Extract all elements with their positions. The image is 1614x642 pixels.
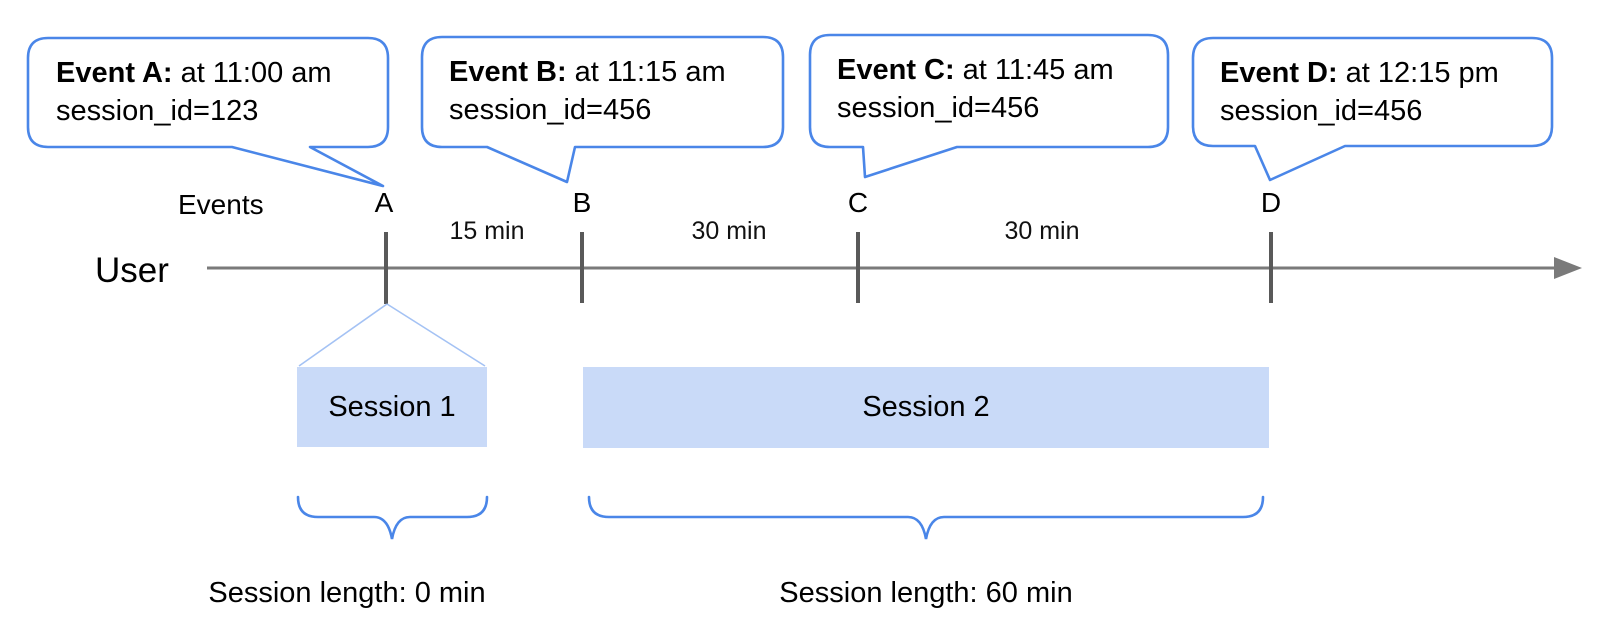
timeline-arrowhead-icon [1554, 257, 1582, 279]
callout-b-time: at 11:15 am [574, 56, 726, 88]
callout-d-session-id: session_id=456 [1220, 95, 1423, 127]
callout-d-line1: Event D:at 12:15 pm [1220, 54, 1499, 92]
callout-a-text: Event A:at 11:00 am session_id=123 [56, 54, 332, 130]
interval-a-b-label: 15 min [449, 217, 525, 245]
callout-bubble-c-icon [808, 33, 1170, 179]
session-1-length-label: Session length: 0 min [208, 577, 486, 609]
event-marker-c: C [847, 187, 869, 218]
callout-a-line1: Event A:at 11:00 am [56, 54, 332, 92]
callout-d-text: Event D:at 12:15 pm session_id=456 [1220, 54, 1499, 130]
callout-a-time: at 11:00 am [180, 57, 332, 89]
callout-c-time: at 11:45 am [962, 54, 1114, 86]
callout-b-line1: Event B:at 11:15 am [449, 53, 726, 91]
events-row-label: Events [178, 189, 264, 220]
callout-c-session-id: session_id=456 [837, 92, 1040, 124]
callout-a-session-id: session_id=123 [56, 95, 259, 127]
callout-bubble-b-icon [420, 35, 785, 184]
session-1-box: Session 1 [297, 367, 487, 447]
funnel-line-left [298, 303, 388, 367]
interval-c-d-label: 30 min [1004, 217, 1080, 245]
session2-brace-icon [587, 495, 1265, 540]
user-row-label: User [95, 251, 169, 290]
callout-bubble-d-icon [1191, 36, 1554, 182]
callout-d-event-name: Event D: [1220, 57, 1338, 89]
callout-c-line1: Event C:at 11:45 am [837, 51, 1114, 89]
callout-bubble-a-icon [26, 36, 390, 188]
callout-b-text: Event B:at 11:15 am session_id=456 [449, 53, 726, 129]
session1-brace-icon [296, 495, 489, 540]
funnel-line-right [386, 303, 486, 367]
callout-b-session-id: session_id=456 [449, 94, 652, 126]
session-2-length-label: Session length: 60 min [779, 577, 1073, 609]
callout-c-event-name: Event C: [837, 54, 955, 86]
session-1-label: Session 1 [328, 390, 456, 423]
callout-b-event-name: Event B: [449, 56, 567, 88]
callout-d-time: at 12:15 pm [1345, 57, 1499, 89]
interval-b-c-label: 30 min [691, 217, 767, 245]
callout-a-event-name: Event A: [56, 57, 173, 89]
event-marker-d: D [1260, 187, 1282, 218]
session-2-box: Session 2 [583, 367, 1269, 448]
event-marker-a: A [374, 187, 394, 218]
session-2-label: Session 2 [862, 391, 990, 423]
event-marker-b: B [572, 187, 592, 218]
callout-c-text: Event C:at 11:45 am session_id=456 [837, 51, 1114, 127]
